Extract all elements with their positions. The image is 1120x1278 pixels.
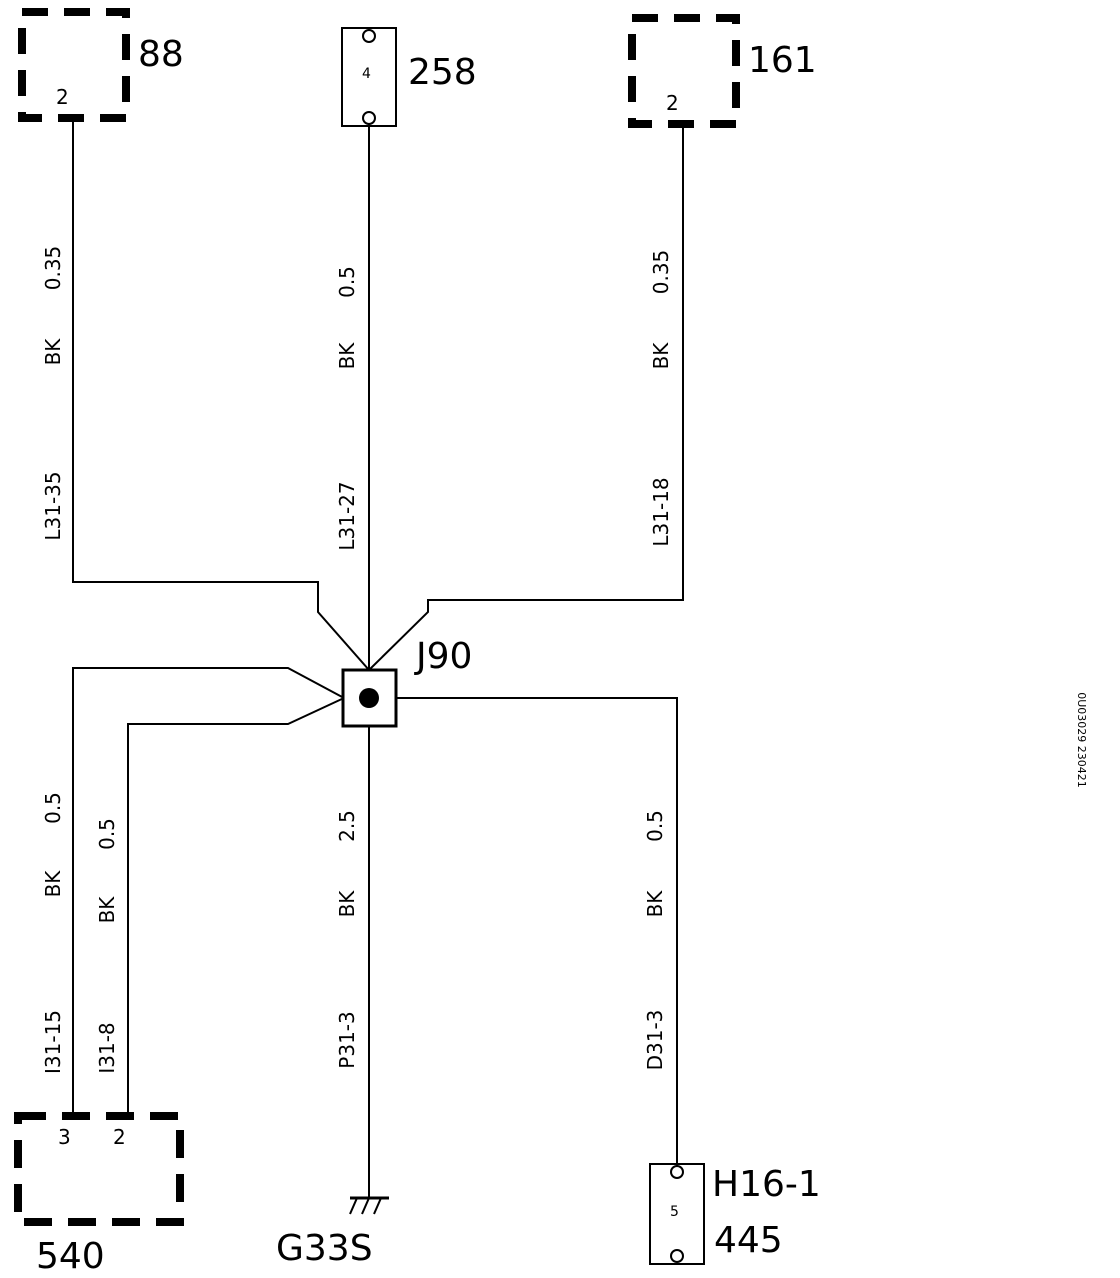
component-161-box (628, 14, 740, 128)
wire-labels: 0.35 BK L31-35 0.5 BK L31-27 0.35 BK L31… (41, 246, 673, 1074)
wire-g33s-circuit: P31-3 (335, 1011, 359, 1068)
wire-540-a-size: 0.5 (41, 792, 65, 824)
ground-hatch-3 (373, 1197, 382, 1215)
wire-540-a-circuit: I31-15 (41, 1010, 65, 1074)
wire-88-color: BK (41, 338, 65, 366)
splice-j90-dot (359, 688, 379, 708)
wire-161 (368, 128, 684, 671)
ground-hatch-1 (349, 1197, 358, 1215)
component-h16-terminal-top (670, 1165, 684, 1179)
component-161-pin: 2 (666, 91, 679, 115)
component-h16-terminal-bottom (670, 1249, 684, 1263)
splice-j90: J90 (341, 636, 472, 728)
wire-540-b-circuit: I31-8 (95, 1022, 119, 1073)
component-88-box (18, 8, 130, 122)
wire-88-circuit: L31-35 (41, 471, 65, 540)
component-h16-connector-label: H16-1 (712, 1164, 821, 1205)
wire-161-color: BK (649, 342, 673, 370)
component-540-pin-3: 3 (58, 1125, 71, 1149)
wire-161-size: 0.35 (649, 250, 673, 295)
wires (72, 122, 684, 1198)
component-540-box (14, 1112, 184, 1226)
wire-g33s-color: BK (335, 890, 359, 918)
wire-g33s-size: 2.5 (335, 810, 359, 842)
document-id: 0U03029 230421 (1075, 692, 1088, 788)
wire-258-size: 0.5 (335, 266, 359, 298)
wire-540-a-color: BK (41, 870, 65, 898)
splice-j90-label: J90 (414, 636, 472, 677)
component-540-pin-2: 2 (113, 1125, 126, 1149)
wire-258-color: BK (335, 342, 359, 370)
component-h16-box (649, 1163, 705, 1265)
component-h16-445: 5 H16-1 445 (649, 1163, 821, 1265)
wire-161-circuit: L31-18 (649, 477, 673, 546)
wire-h16-color: BK (643, 890, 667, 918)
wire-540-b (127, 697, 345, 1116)
component-161: 161 2 (628, 14, 817, 128)
ground-g33s: G33S (276, 1196, 389, 1269)
ground-label: G33S (276, 1228, 373, 1269)
component-88: 88 2 (18, 8, 184, 122)
component-445-label: 445 (714, 1220, 783, 1261)
component-540: 3 2 540 (14, 1112, 184, 1277)
wire-h16-size: 0.5 (643, 810, 667, 842)
wire-540-a (72, 667, 345, 1116)
wire-540-b-color: BK (95, 896, 119, 924)
component-540-label: 540 (36, 1236, 105, 1277)
component-h16-pin: 5 (670, 1204, 679, 1220)
wire-258-circuit: L31-27 (335, 481, 359, 550)
wire-540-b-size: 0.5 (95, 818, 119, 850)
component-258: 4 258 (341, 27, 477, 127)
component-258-label: 258 (408, 52, 477, 93)
component-88-pin: 2 (56, 85, 69, 109)
component-88-label: 88 (138, 34, 184, 75)
component-258-pin: 4 (362, 66, 371, 82)
wire-h16 (396, 697, 678, 1166)
wire-h16-circuit: D31-3 (643, 1010, 667, 1071)
wire-88-size: 0.35 (41, 246, 65, 291)
component-161-label: 161 (748, 40, 817, 81)
wire-88 (72, 122, 370, 671)
component-258-terminal-bottom (362, 111, 376, 125)
component-258-terminal-top (362, 29, 376, 43)
ground-hatch-2 (361, 1197, 370, 1215)
